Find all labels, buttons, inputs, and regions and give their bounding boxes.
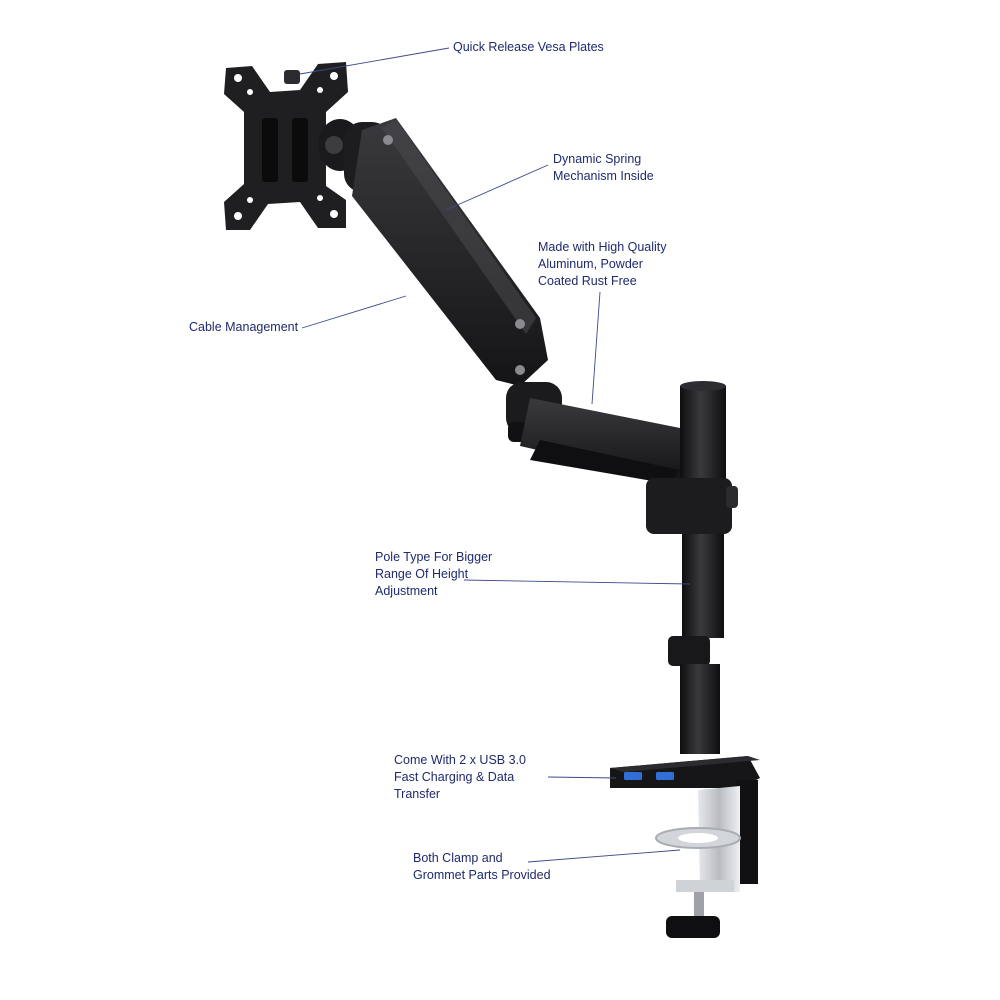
leader-vesa (299, 47, 450, 75)
callout-pole-line-2: Range Of Height (375, 567, 469, 581)
callout-aluminum-line-3: Coated Rust Free (538, 274, 637, 288)
usb-port-2 (656, 772, 674, 780)
callout-pole-line-3: Adjustment (375, 584, 438, 598)
lower-arm (520, 398, 704, 484)
callout-vesa-line-1: Quick Release Vesa Plates (453, 40, 604, 54)
leader-lines (299, 47, 691, 863)
leader-clamp (527, 849, 681, 863)
callout-pole: Pole Type For Bigger Range Of Height Adj… (375, 549, 492, 600)
leader-pole (463, 579, 691, 585)
callout-aluminum-line-1: Made with High Quality (538, 240, 667, 254)
pole (646, 381, 738, 754)
callout-usb-line-1: Come With 2 x USB 3.0 (394, 753, 526, 767)
leader-usb (547, 776, 617, 779)
callout-aluminum: Made with High Quality Aluminum, Powder … (538, 239, 667, 290)
vesa-plate (224, 62, 348, 230)
callout-usb-line-2: Fast Charging & Data (394, 770, 515, 784)
callout-spring-line-2: Mechanism Inside (553, 169, 654, 183)
callout-spring: Dynamic Spring Mechanism Inside (553, 151, 654, 185)
callout-vesa: Quick Release Vesa Plates (453, 39, 604, 56)
callout-usb: Come With 2 x USB 3.0 Fast Charging & Da… (394, 752, 526, 803)
clamp-base (610, 756, 760, 788)
usb-port-1 (624, 772, 642, 780)
callout-spring-line-1: Dynamic Spring (553, 152, 642, 166)
callout-usb-line-3: Transfer (394, 787, 441, 801)
callout-clamp: Both Clamp and Grommet Parts Provided (413, 850, 551, 884)
callout-clamp-line-1: Both Clamp and (413, 851, 503, 865)
callout-cable-line-1: Cable Management (189, 320, 299, 334)
callout-clamp-line-2: Grommet Parts Provided (413, 868, 551, 882)
upper-gas-arm (352, 118, 548, 386)
desk-clamp (655, 780, 758, 938)
callout-aluminum-line-2: Aluminum, Powder (538, 257, 643, 271)
callout-pole-line-1: Pole Type For Bigger (375, 550, 493, 564)
leader-spring (445, 164, 549, 211)
callout-cable: Cable Management (189, 319, 298, 336)
leader-cable (301, 295, 407, 329)
leader-aluminum (591, 291, 601, 405)
